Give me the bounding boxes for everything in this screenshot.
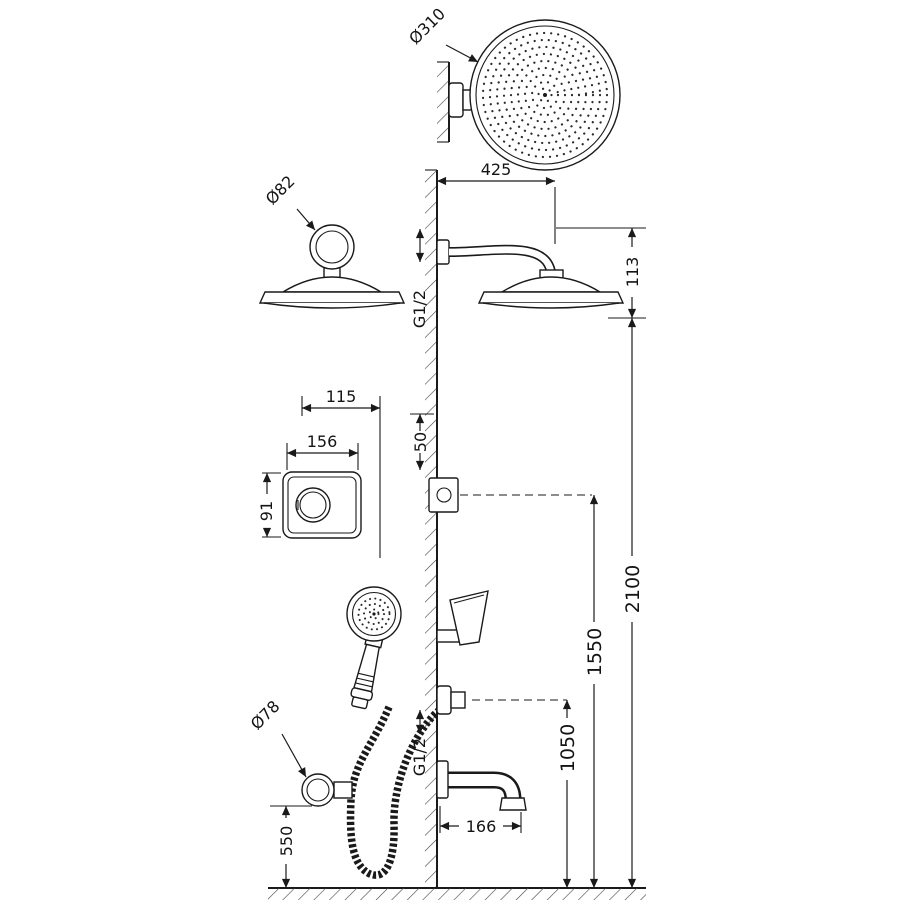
dimension-outlet-flange-diameter: Ø78 — [247, 697, 307, 778]
dimension-side-flange-diameter: Ø82 — [262, 172, 316, 231]
wall-and-floor-section — [268, 61, 646, 900]
label-thread-bottom: G1/2 — [410, 709, 429, 776]
dim-head-diameter-label: Ø310 — [405, 4, 449, 48]
thermostat-control-panel — [282, 471, 362, 539]
dim-holder-height-label: 1050 — [557, 724, 579, 772]
dimension-control-offset: 115 — [301, 387, 381, 558]
dim-plate-width-label: 156 — [307, 432, 338, 451]
dimension-spout-height: 550 — [270, 805, 312, 889]
dimension-valve-offset: 50 — [410, 413, 434, 471]
dim-spout-height-label: 550 — [277, 826, 296, 857]
hand-shower — [346, 586, 402, 710]
shower-arm-side-view — [436, 239, 625, 309]
dim-valve-height-label: 1550 — [584, 628, 606, 676]
dim-side-flange-label: Ø82 — [262, 172, 299, 209]
wall-spout — [436, 760, 527, 811]
outlet-side-view — [301, 773, 353, 807]
dimension-spout-projection: 166 — [439, 806, 522, 836]
concealed-valve-body — [428, 477, 592, 513]
dimension-total-height: 2100 — [622, 317, 644, 889]
dim-control-offset-label: 115 — [326, 387, 357, 406]
dimension-plate-width: 156 — [286, 432, 359, 470]
rain-shower-head-front-view — [448, 19, 621, 171]
dim-head-drop-label: 113 — [623, 257, 642, 288]
hand-shower-head — [346, 586, 402, 642]
dimension-plate-height: 91 — [257, 472, 281, 538]
thread-bottom-label: G1/2 — [410, 738, 429, 776]
dimension-valve-height: 1550 — [584, 494, 606, 889]
dimension-head-drop: 113 — [556, 227, 646, 319]
dimension-head-diameter: Ø310 — [405, 4, 479, 63]
dim-outlet-flange-label: Ø78 — [247, 697, 284, 734]
shower-hose — [346, 693, 460, 879]
hose-outlet-elbow — [436, 685, 567, 715]
dim-plate-height-label: 91 — [257, 501, 276, 521]
shower-head-side-view-left — [258, 224, 406, 309]
hand-shower-holder — [436, 590, 489, 646]
label-thread-top: G1/2 — [410, 228, 429, 328]
hand-shower-handle — [350, 635, 384, 710]
dim-total-height-label: 2100 — [622, 565, 644, 613]
thread-top-label: G1/2 — [410, 290, 429, 328]
dimension-arm-projection: 425 — [436, 160, 556, 244]
dim-arm-projection-label: 425 — [481, 160, 512, 179]
dim-spout-projection-label: 166 — [466, 817, 497, 836]
dim-valve-offset-label: 50 — [411, 432, 430, 452]
dimension-holder-height: 1050 — [557, 699, 579, 889]
